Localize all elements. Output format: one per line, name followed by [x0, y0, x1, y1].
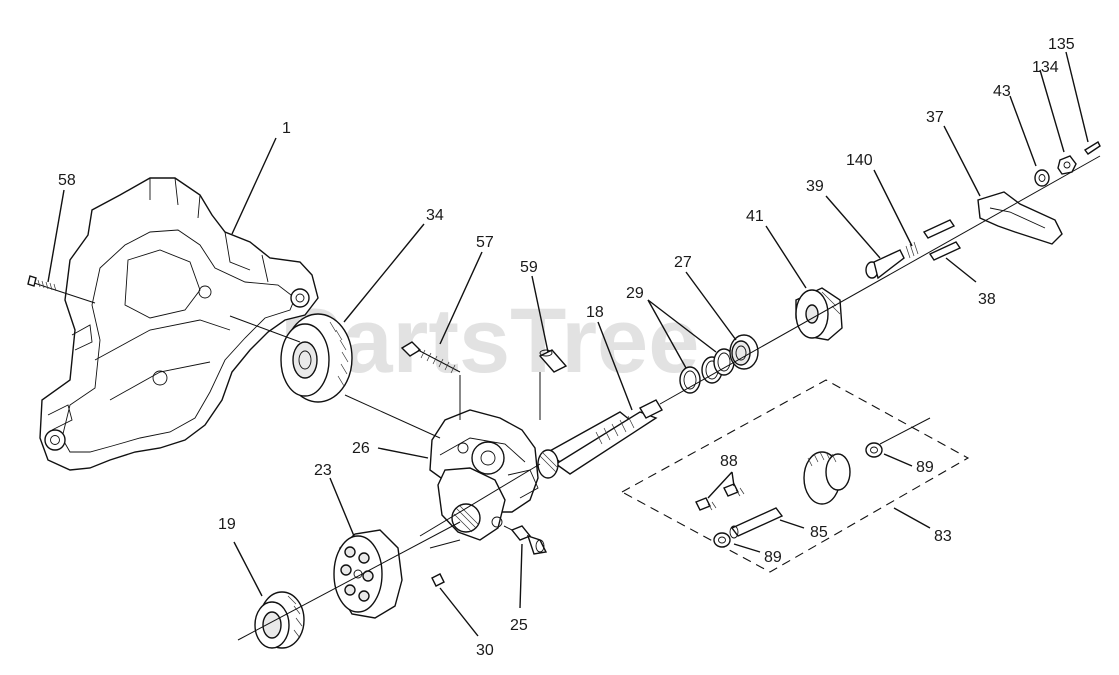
part-gear-assembly-85: [729, 451, 851, 539]
part-housing: [39, 177, 319, 471]
callout-25: 25: [510, 617, 528, 634]
callout-85: 85: [810, 524, 828, 541]
callout-135: 135: [1048, 36, 1075, 53]
callout-38: 38: [978, 291, 996, 308]
callout-labels: 1 58 34 57 59 18 29 27 41 39 140 37 43 1…: [58, 36, 1075, 659]
callout-89-upper: 89: [916, 459, 934, 476]
part-bolt-57: [400, 341, 461, 374]
callout-83: 83: [934, 528, 952, 545]
callout-89-lower: 89: [764, 549, 782, 566]
part-bolt-58: [27, 275, 96, 304]
center-lines: [229, 155, 1101, 641]
callout-43: 43: [993, 83, 1011, 100]
part-bracket-37: [977, 191, 1063, 245]
part-spring-140: [905, 241, 919, 259]
callout-30: 30: [476, 642, 494, 659]
part-bolts-88: [695, 483, 745, 511]
part-snap-rings-29: [679, 348, 735, 394]
leader-lines: [47, 51, 1089, 637]
part-key-30: [431, 573, 445, 587]
part-pins-38: [922, 219, 962, 261]
part-washer-43: [1034, 169, 1050, 187]
callout-37: 37: [926, 109, 944, 126]
part-washers-89: [713, 442, 883, 548]
part-cotter-135: [1083, 141, 1101, 155]
callout-1: 1: [282, 120, 291, 137]
callout-29: 29: [626, 285, 644, 302]
callout-140: 140: [846, 152, 873, 169]
callout-23: 23: [314, 462, 332, 479]
kit-83-boundary: [620, 379, 970, 573]
callout-39: 39: [806, 178, 824, 195]
part-pin-39: [865, 249, 905, 280]
part-center-section-26: [429, 409, 539, 541]
part-cylinder-block-23: [333, 529, 403, 619]
callout-34: 34: [426, 207, 444, 224]
callout-58: 58: [58, 172, 76, 189]
callout-41: 41: [746, 208, 764, 225]
part-thrust-bearing-19: [254, 591, 305, 649]
part-shaft-18: [537, 399, 663, 479]
callout-88: 88: [720, 453, 738, 470]
part-bearing-34: [280, 313, 353, 403]
part-fitting-25: [510, 525, 548, 555]
callout-27: 27: [674, 254, 692, 271]
callout-19: 19: [218, 516, 236, 533]
callout-57: 57: [476, 234, 494, 251]
part-seal-27: [729, 334, 759, 370]
callout-134: 134: [1032, 59, 1059, 76]
callout-18: 18: [586, 304, 604, 321]
callout-26: 26: [352, 440, 370, 457]
callout-59: 59: [520, 259, 538, 276]
